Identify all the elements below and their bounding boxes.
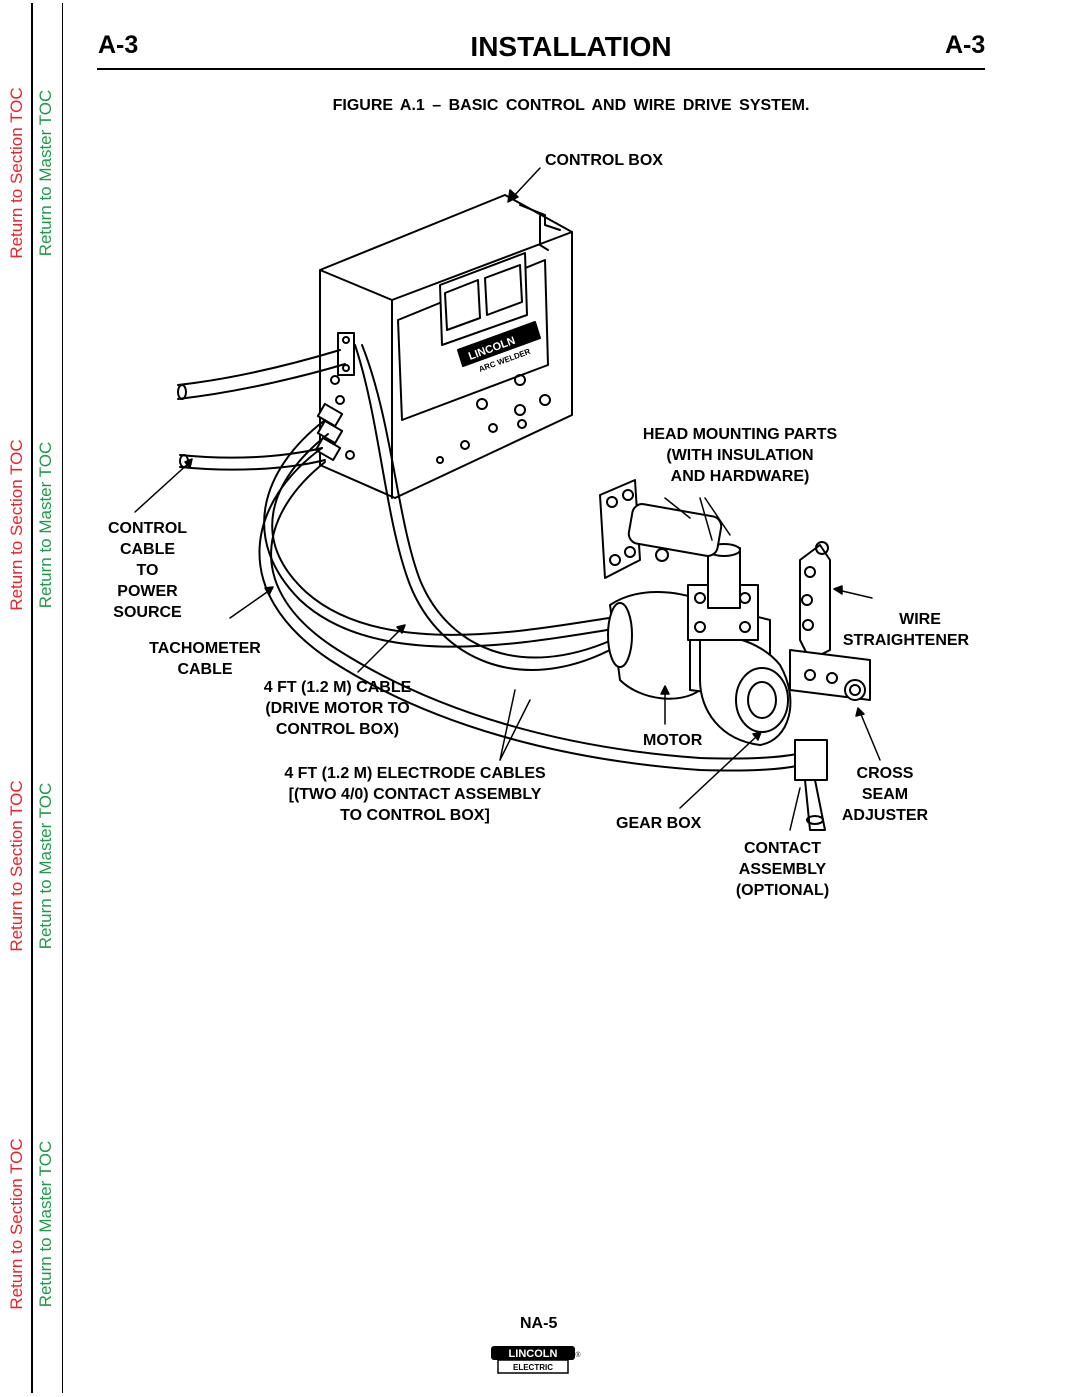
leader-arrows: [134, 167, 881, 831]
label-line: 4 FT (1.2 M) ELECTRODE CABLES: [284, 765, 546, 782]
label-head-mounting-parts: HEAD MOUNTING PARTS (WITH INSULATION AND…: [630, 424, 850, 487]
figure-caption: FIGURE A.1 – BASIC CONTROL AND WIRE DRIV…: [332, 97, 810, 114]
label-wire-straightener: WIRE STRAIGHTENER: [835, 609, 977, 651]
label-line: CONTACT: [743, 840, 822, 857]
label-line: STRAIGHTENER: [842, 632, 970, 649]
header-rule: [97, 68, 985, 70]
section-code-right: A-3: [945, 31, 986, 59]
page-number: NA-5: [520, 1315, 558, 1332]
toc-sidebar: Return to Section TOC Return to Master T…: [0, 3, 63, 1393]
label-control-box: CONTROL BOX: [545, 152, 663, 169]
label-line: ADJUSTER: [841, 807, 929, 824]
label-line: 4 FT (1.2 M) CABLE: [263, 679, 412, 696]
label-gear-box: GEAR BOX: [616, 815, 702, 832]
cable-bundle-drawing: [258, 344, 801, 772]
label-line: HEAD MOUNTING PARTS: [642, 426, 838, 443]
label-line: CROSS: [856, 765, 914, 782]
section-code-left: A-3: [98, 31, 139, 59]
sidebar-divider: [31, 3, 33, 1393]
label-line: CONTROL: [107, 520, 188, 537]
drive-assembly-drawing: [599, 479, 871, 831]
label-line: WIRE: [899, 611, 941, 628]
logo-bottom-text: ELECTRIC: [513, 1363, 553, 1372]
label-line: (WITH INSULATION: [666, 447, 814, 464]
label-line: [(TWO 4/0) CONTACT ASSEMBLY: [288, 786, 542, 803]
label-line: AND HARDWARE): [670, 468, 810, 485]
label-motor: MOTOR: [643, 732, 703, 749]
label-electrode-cables: 4 FT (1.2 M) ELECTRODE CABLES [(TWO 4/0)…: [250, 763, 580, 826]
label-line: (DRIVE MOTOR TO: [265, 700, 410, 717]
label-line: CABLE: [119, 541, 176, 558]
label-line: CABLE: [177, 661, 233, 678]
label-line: TO: [136, 562, 159, 579]
label-line: CONTROL BOX): [275, 721, 400, 738]
logo-registered-mark: ®: [575, 1351, 581, 1359]
control-cable-drawing: [177, 349, 346, 471]
label-cross-seam-adjuster: CROSS SEAM ADJUSTER: [835, 763, 935, 826]
logo-top-text: LINCOLN: [509, 1348, 558, 1360]
label-line: SOURCE: [113, 604, 182, 621]
label-drive-motor-cable: 4 FT (1.2 M) CABLE (DRIVE MOTOR TO CONTR…: [250, 677, 425, 740]
label-line: TACHOMETER: [149, 640, 261, 657]
label-line: SEAM: [861, 786, 909, 803]
page-title: INSTALLATION: [470, 31, 672, 62]
label-tachometer-cable: TACHOMETER CABLE: [140, 638, 270, 680]
label-contact-assembly: CONTACT ASSEMBLY (OPTIONAL): [725, 838, 840, 901]
label-line: TO CONTROL BOX]: [340, 807, 490, 824]
label-line: ASSEMBLY: [738, 861, 827, 878]
label-control-cable-to-power-source: CONTROL CABLE TO POWER SOURCE: [100, 518, 195, 623]
lincoln-electric-logo: LINCOLN ELECTRIC ®: [491, 1346, 581, 1374]
label-line: POWER: [117, 583, 178, 600]
label-line: (OPTIONAL): [735, 882, 830, 899]
control-box-drawing: LINCOLN ARC WELDER: [314, 194, 573, 499]
